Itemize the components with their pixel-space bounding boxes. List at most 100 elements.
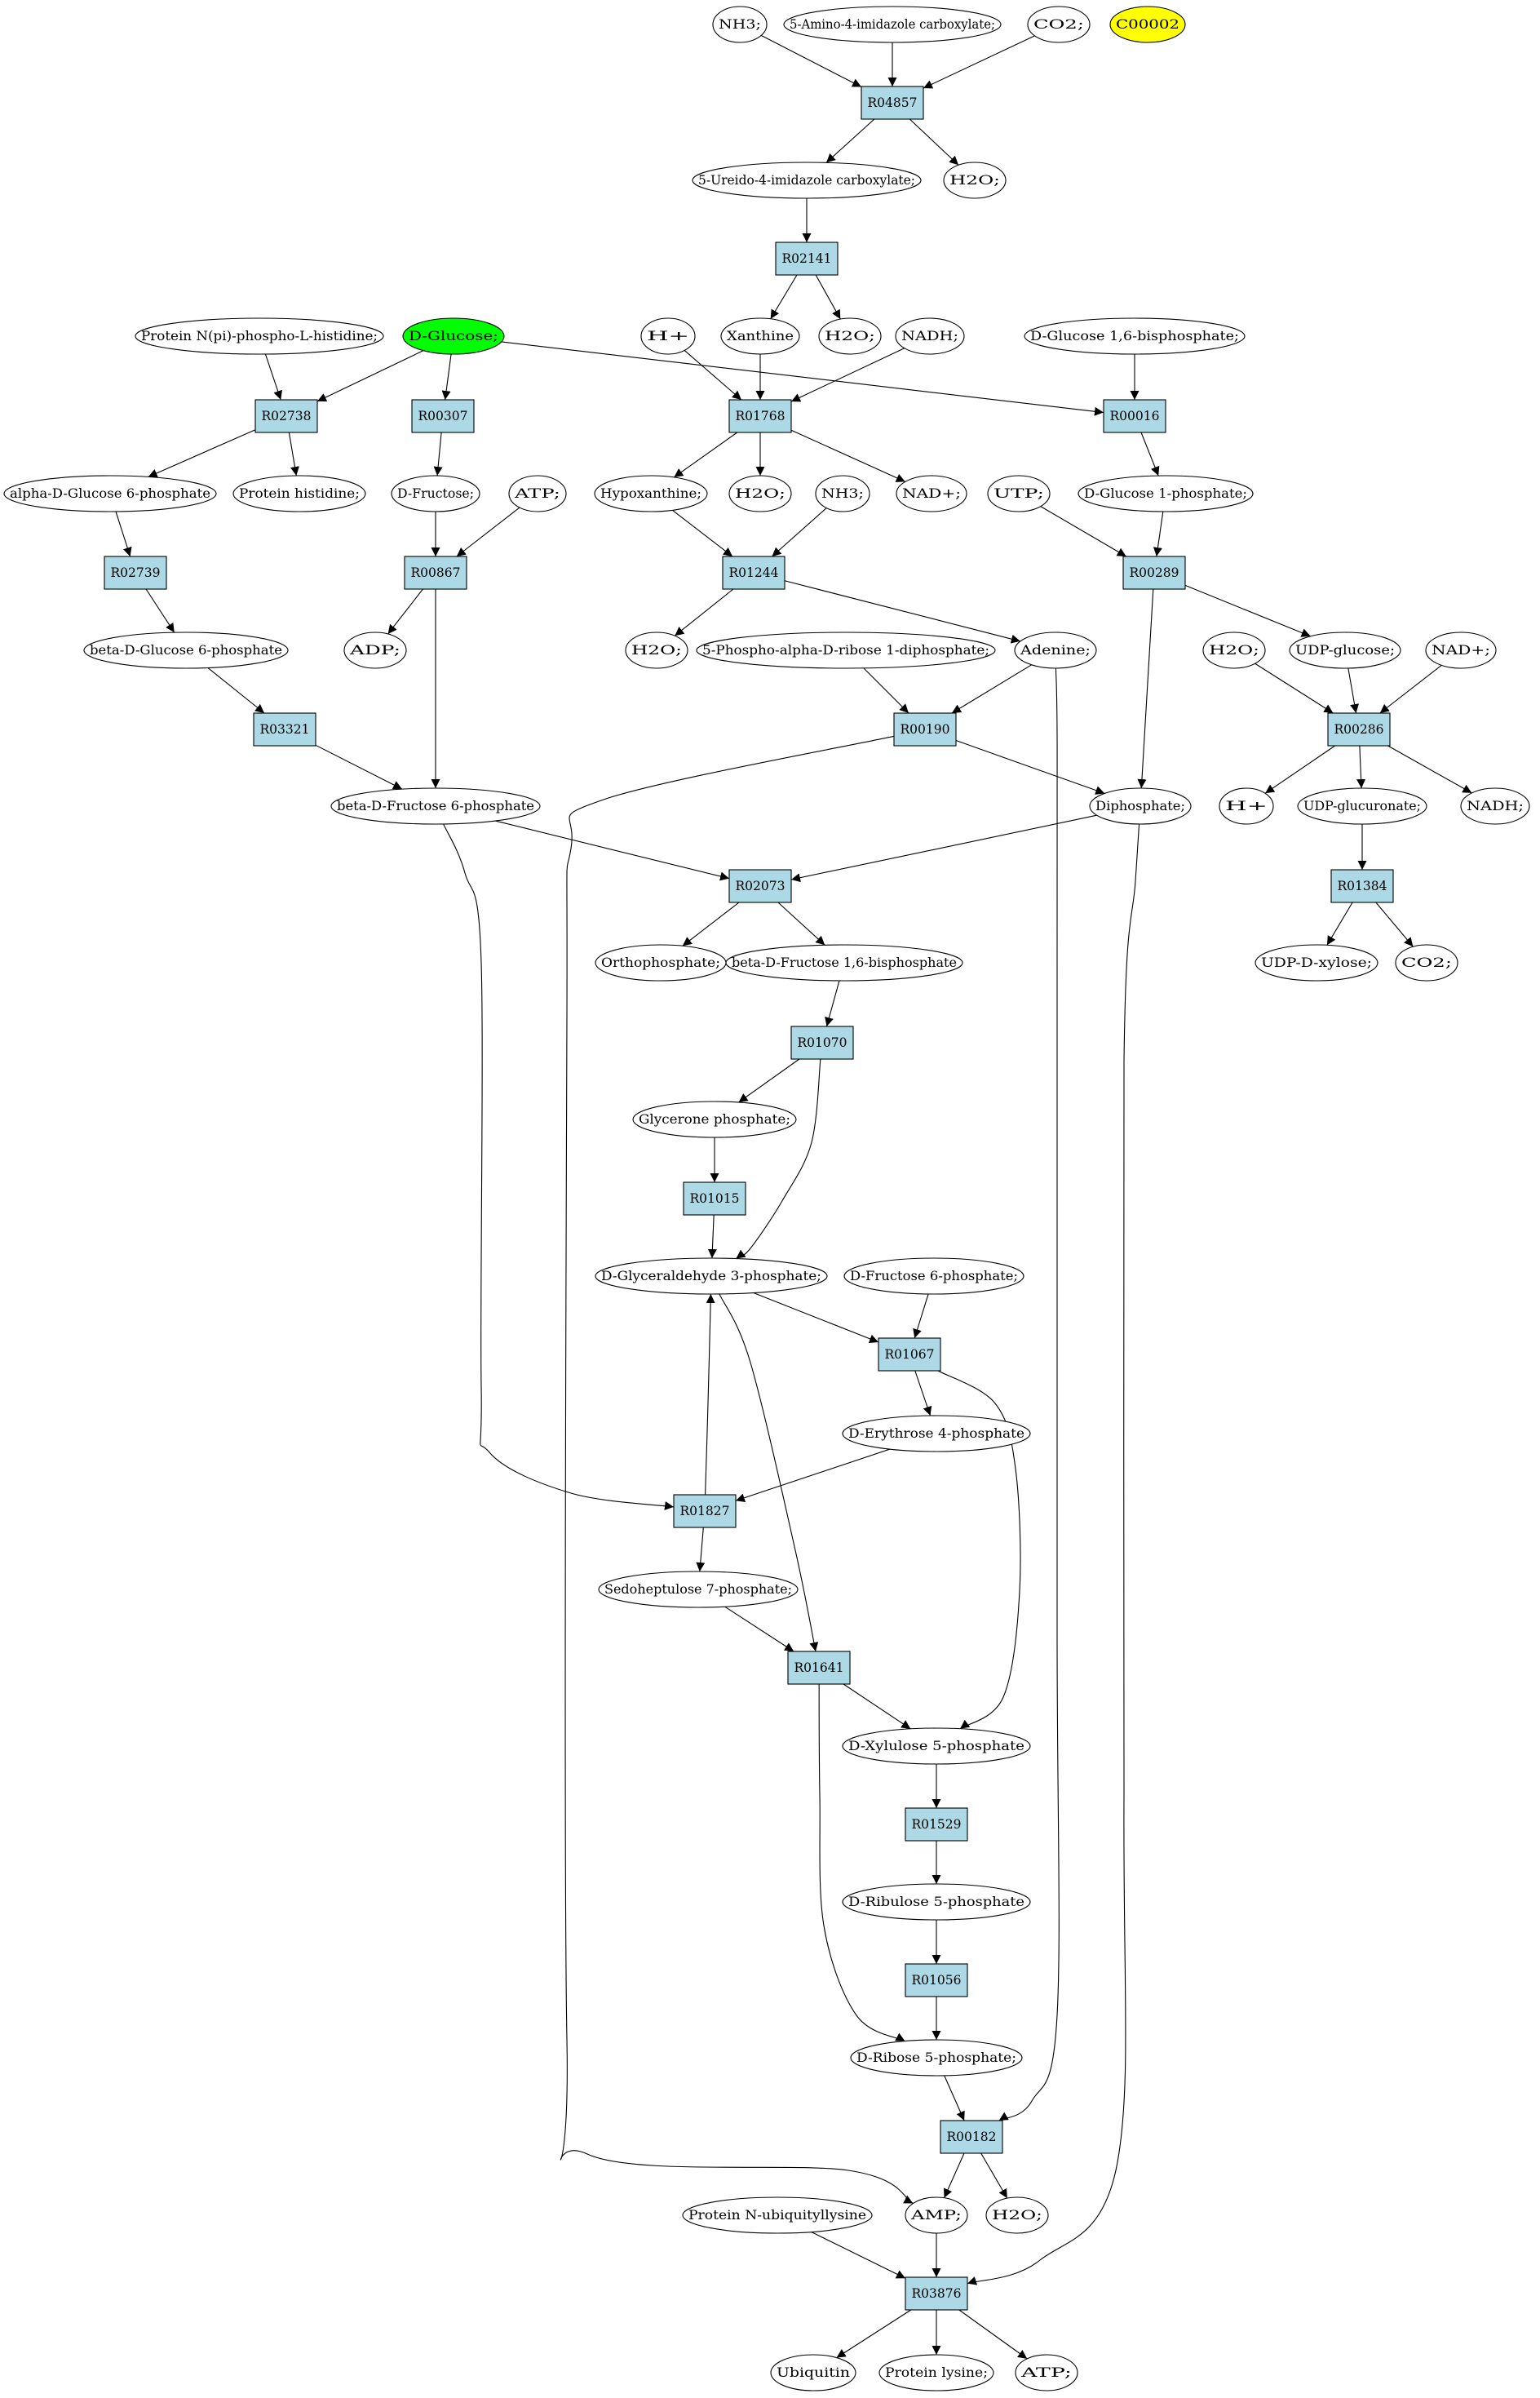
reaction-node-R00190[interactable]: R00190 <box>893 712 957 747</box>
compound-node-prpp[interactable]: 5-Phospho-alpha-D-ribose 1-diphosphate; <box>696 632 996 669</box>
reaction-node-R01070[interactable]: R01070 <box>790 1026 854 1060</box>
reaction-node-R01067[interactable]: R01067 <box>878 1337 941 1372</box>
compound-node-dgap[interactable]: D-Glyceraldehyde 3-phosphate; <box>595 1257 828 1295</box>
compound-shape <box>232 475 366 512</box>
reaction-node-R01384[interactable]: R01384 <box>1330 869 1394 903</box>
compound-node-glyceronep[interactable]: Glycerone phosphate; <box>632 1101 797 1138</box>
compound-node-prot_his[interactable]: Protein histidine; <box>232 475 366 512</box>
compound-node-prot_lys[interactable]: Protein lysine; <box>878 2354 994 2391</box>
reaction-node-R03321[interactable]: R03321 <box>253 712 316 747</box>
compound-node-prot_nphos[interactable]: Protein N(pi)-phospho-L-histidine; <box>135 317 384 355</box>
reaction-label: R01384 <box>1338 879 1387 893</box>
compound-node-hplus_b[interactable]: H+ <box>1219 787 1274 825</box>
compound-node-dfructose[interactable]: D-Fructose; <box>391 475 480 512</box>
compound-shape <box>842 1727 1031 1765</box>
reaction-node-R00286[interactable]: R00286 <box>1327 712 1391 747</box>
compound-node-df6p[interactable]: D-Fructose 6-phosphate; <box>843 1257 1024 1295</box>
node-layer: NH3; 5-Amino-4-imidazole carboxylate; CO2;… <box>3 6 1530 2391</box>
compound-node-drib5p[interactable]: D-Ribose 5-phosphate; <box>850 2039 1023 2077</box>
compound-shape <box>1297 787 1427 825</box>
compound-node-ureido[interactable]: 5-Ureido-4-imidazole carboxylate; <box>692 162 922 199</box>
reaction-node-R00016[interactable]: R00016 <box>1103 399 1166 433</box>
compound-node-amino_imid[interactable]: 5-Amino-4-imidazole carboxylate; <box>783 6 1002 43</box>
reaction-node-R01768[interactable]: R01768 <box>728 399 792 433</box>
reaction-node-R02738[interactable]: R02738 <box>254 399 318 433</box>
edge-nadplus_b-to-R00286 <box>1379 664 1442 714</box>
compound-node-h2o_f[interactable]: H2O; <box>985 2196 1049 2234</box>
compound-node-nh3_top[interactable]: NH3; <box>712 6 768 43</box>
reaction-node-R00867[interactable]: R00867 <box>404 556 467 590</box>
compound-node-amp[interactable]: AMP; <box>905 2196 968 2234</box>
compound-node-co2_top[interactable]: CO2; <box>1027 6 1091 43</box>
compound-node-hplus_a[interactable]: H+ <box>640 317 696 355</box>
edge-prot_ubq-to-R03876 <box>811 2232 906 2279</box>
compound-node-c00002[interactable]: C00002 <box>1109 6 1186 43</box>
edge-R03321-to-bdf6p <box>315 744 403 790</box>
reaction-node-R01529[interactable]: R01529 <box>905 1807 968 1842</box>
reaction-node-R00182[interactable]: R00182 <box>940 2120 1003 2154</box>
compound-node-diphosphate[interactable]: Diphosphate; <box>1089 787 1192 825</box>
compound-node-sed7p[interactable]: Sedoheptulose 7-phosphate; <box>598 1571 799 1608</box>
compound-node-udpglcu[interactable]: UDP-glucuronate; <box>1297 787 1427 825</box>
compound-node-prot_ubq[interactable]: Protein N-ubiquityllysine <box>682 2196 873 2234</box>
reaction-node-R01015[interactable]: R01015 <box>683 1181 746 1216</box>
compound-node-h2o_d[interactable]: H2O; <box>625 632 688 669</box>
reaction-node-R01244[interactable]: R01244 <box>722 556 785 590</box>
compound-node-dxyl5p[interactable]: D-Xylulose 5-phosphate <box>842 1727 1031 1765</box>
compound-node-adenine[interactable]: Adenine; <box>1014 632 1097 669</box>
compound-node-bdg6p[interactable]: beta-D-Glucose 6-phosphate <box>83 632 289 669</box>
edge-R01827-to-sed7p <box>696 1527 706 1572</box>
compound-node-bdf16bp[interactable]: beta-D-Fructose 1,6-bisphosphate <box>725 944 963 982</box>
compound-shape <box>1202 632 1266 669</box>
compound-label: H2O; <box>631 643 682 658</box>
compound-node-bdf6p[interactable]: beta-D-Fructose 6-phosphate <box>330 787 541 825</box>
compound-node-h2o_b[interactable]: H2O; <box>818 317 882 355</box>
compound-shape <box>598 1571 799 1608</box>
compound-node-nadplus_b[interactable]: NAD+; <box>1425 632 1497 669</box>
edge-prpp-to-R00190 <box>863 667 909 714</box>
edge-R02141-to-h2o_b <box>815 274 841 320</box>
compound-node-xanthine[interactable]: Xanthine <box>720 317 800 355</box>
compound-node-adg6p[interactable]: alpha-D-Glucose 6-phosphate <box>3 475 217 512</box>
compound-node-h2o_a[interactable]: H2O; <box>943 162 1007 199</box>
reaction-node-R01056[interactable]: R01056 <box>905 1963 968 1997</box>
edge-R02738-to-adg6p <box>148 429 256 478</box>
reaction-node-R02073[interactable]: R02073 <box>728 869 792 903</box>
compound-node-nadh_a[interactable]: NADH; <box>895 317 965 355</box>
reaction-node-R00307[interactable]: R00307 <box>411 399 475 433</box>
compound-node-ubiquitin[interactable]: Ubiquitin <box>770 2354 856 2391</box>
reaction-node-R01641[interactable]: R01641 <box>787 1651 851 1685</box>
compound-node-udpglc[interactable]: UDP-glucose; <box>1289 632 1401 669</box>
compound-label: D-Glyceraldehyde 3-phosphate; <box>601 1269 821 1283</box>
compound-node-dglc16bp[interactable]: D-Glucose 1,6-bisphosphate; <box>1024 317 1246 355</box>
compound-node-dglucose[interactable]: D-Glucose; <box>402 317 505 355</box>
reaction-node-R04857[interactable]: R04857 <box>861 86 924 120</box>
compound-node-atp_a[interactable]: ATP; <box>508 475 567 512</box>
edge-bdf6p-to-R02073 <box>495 820 730 881</box>
reaction-node-R03876[interactable]: R03876 <box>905 2276 968 2311</box>
compound-node-nh3_b[interactable]: NH3; <box>815 475 870 512</box>
reaction-box <box>404 556 467 590</box>
compound-node-udpxyl[interactable]: UDP-D-xylose; <box>1255 944 1378 982</box>
reaction-label: R00307 <box>418 409 468 423</box>
compound-node-h2o_e[interactable]: H2O; <box>1202 632 1266 669</box>
compound-node-utp[interactable]: UTP; <box>987 475 1051 512</box>
compound-node-nadplus_a[interactable]: NAD+; <box>896 475 967 512</box>
compound-shape <box>1015 2354 1078 2391</box>
compound-node-adp[interactable]: ADP; <box>343 632 407 669</box>
compound-node-hypoxanthine[interactable]: Hypoxanthine; <box>594 475 708 512</box>
compound-node-orthophos[interactable]: Orthophosphate; <box>595 944 727 982</box>
compound-node-atp_b[interactable]: ATP; <box>1015 2354 1078 2391</box>
reaction-node-R01827[interactable]: R01827 <box>673 1494 737 1528</box>
compound-node-de4p[interactable]: D-Erythrose 4-phosphate <box>842 1415 1031 1452</box>
compound-node-h2o_c[interactable]: H2O; <box>728 475 792 512</box>
compound-node-dribu5p[interactable]: D-Ribulose 5-phosphate <box>842 1883 1031 1921</box>
reaction-node-R00289[interactable]: R00289 <box>1122 556 1186 590</box>
compound-node-co2_b[interactable]: CO2; <box>1395 944 1458 982</box>
reaction-box <box>905 1807 968 1842</box>
compound-node-dg1p[interactable]: D-Glucose 1-phosphate; <box>1078 475 1254 512</box>
compound-shape <box>1109 6 1186 43</box>
reaction-node-R02739[interactable]: R02739 <box>104 556 167 590</box>
compound-node-nadh_b[interactable]: NADH; <box>1460 787 1530 825</box>
reaction-node-R02141[interactable]: R02141 <box>775 242 839 276</box>
